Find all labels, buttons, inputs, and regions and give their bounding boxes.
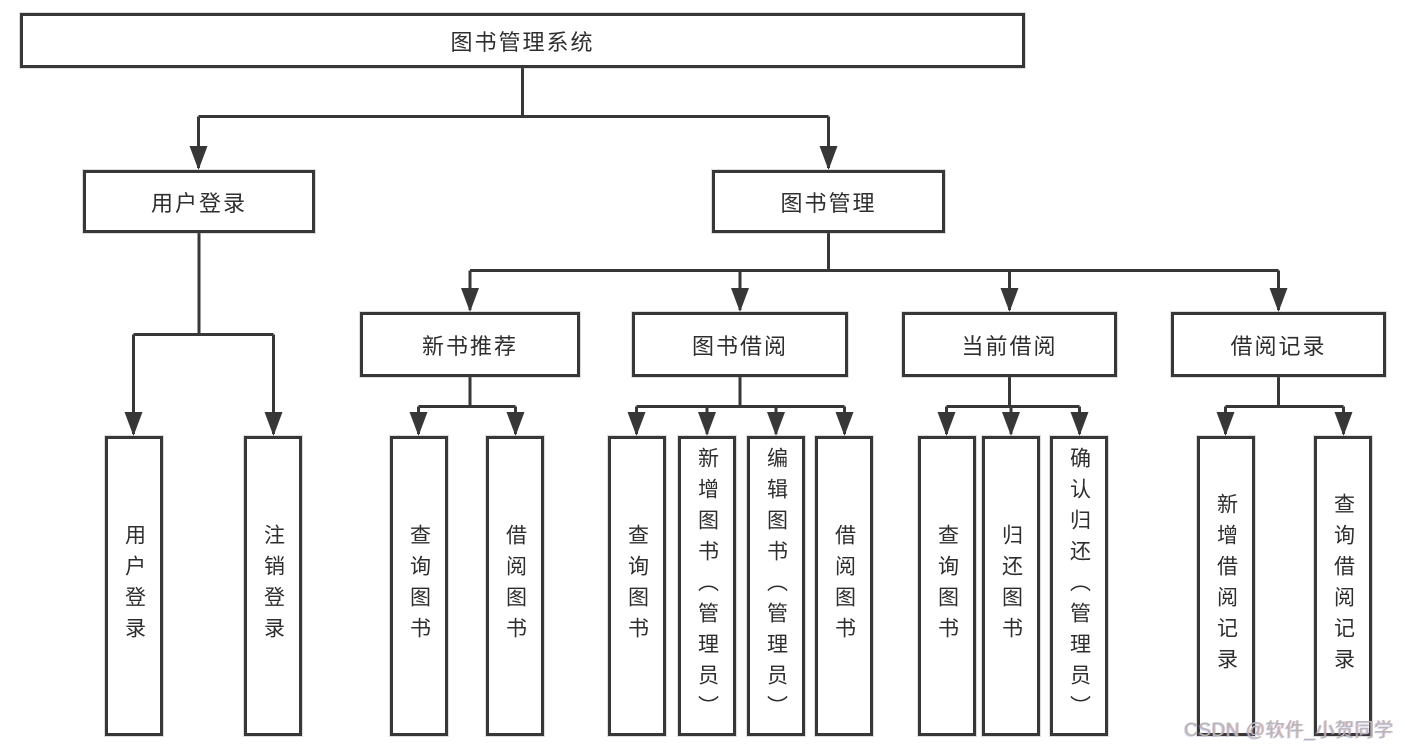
node-user-login-label: 用户登录 <box>150 190 247 216</box>
leaf-user-login: 用户登录 <box>105 436 163 736</box>
node-current-borrow-label: 当前借阅 <box>961 333 1058 359</box>
leaf-logout: 注销登录 <box>244 436 302 736</box>
leaf-bb-edit-books-admin: 编辑图书（管理员） <box>747 436 805 736</box>
leaf-nbr-query-books-label: 查询图书 <box>407 524 431 648</box>
csdn-watermark: CSDN @软件_小贺同学 <box>1184 720 1394 741</box>
leaf-nbr-query-books: 查询图书 <box>390 436 448 736</box>
leaf-cb-confirm-return-admin: 确认归还（管理员） <box>1050 436 1108 736</box>
node-new-book-recommend-label: 新书推荐 <box>421 333 518 359</box>
node-user-login: 用户登录 <box>83 170 315 233</box>
leaf-bb-edit-books-admin-label: 编辑图书（管理员） <box>764 446 788 726</box>
leaf-bb-add-books-admin-label: 新增图书（管理员） <box>695 446 719 726</box>
leaf-br-add-record-label: 新增借阅记录 <box>1214 493 1238 679</box>
leaf-nbr-borrow-books: 借阅图书 <box>486 436 544 736</box>
leaf-bb-borrow-books: 借阅图书 <box>815 436 873 736</box>
leaf-cb-return-books: 归还图书 <box>982 436 1040 736</box>
leaf-bb-query-books: 查询图书 <box>608 436 666 736</box>
leaf-cb-query-books-label: 查询图书 <box>935 524 959 648</box>
node-new-book-recommend: 新书推荐 <box>360 312 580 377</box>
node-book-borrow: 图书借阅 <box>632 312 848 377</box>
leaf-logout-label: 注销登录 <box>261 524 285 648</box>
leaf-br-add-record: 新增借阅记录 <box>1197 436 1255 736</box>
node-root: 图书管理系统 <box>20 13 1025 68</box>
leaf-cb-return-books-label: 归还图书 <box>999 524 1023 648</box>
leaf-br-query-record-label: 查询借阅记录 <box>1331 493 1355 679</box>
leaf-bb-add-books-admin: 新增图书（管理员） <box>678 436 736 736</box>
leaf-bb-query-books-label: 查询图书 <box>625 524 649 648</box>
leaf-cb-query-books: 查询图书 <box>918 436 976 736</box>
node-book-borrow-label: 图书借阅 <box>691 333 788 359</box>
leaf-nbr-borrow-books-label: 借阅图书 <box>503 524 527 648</box>
node-current-borrow: 当前借阅 <box>902 312 1117 377</box>
leaf-user-login-label: 用户登录 <box>122 524 146 648</box>
leaf-bb-borrow-books-label: 借阅图书 <box>832 524 856 648</box>
node-borrow-records-label: 借阅记录 <box>1230 333 1327 359</box>
node-book-management-label: 图书管理 <box>780 190 877 216</box>
node-borrow-records: 借阅记录 <box>1171 312 1386 377</box>
node-root-label: 图书管理系统 <box>450 29 595 55</box>
leaf-br-query-record: 查询借阅记录 <box>1314 436 1372 736</box>
leaf-cb-confirm-return-admin-label: 确认归还（管理员） <box>1067 446 1091 726</box>
node-book-management: 图书管理 <box>712 170 945 233</box>
